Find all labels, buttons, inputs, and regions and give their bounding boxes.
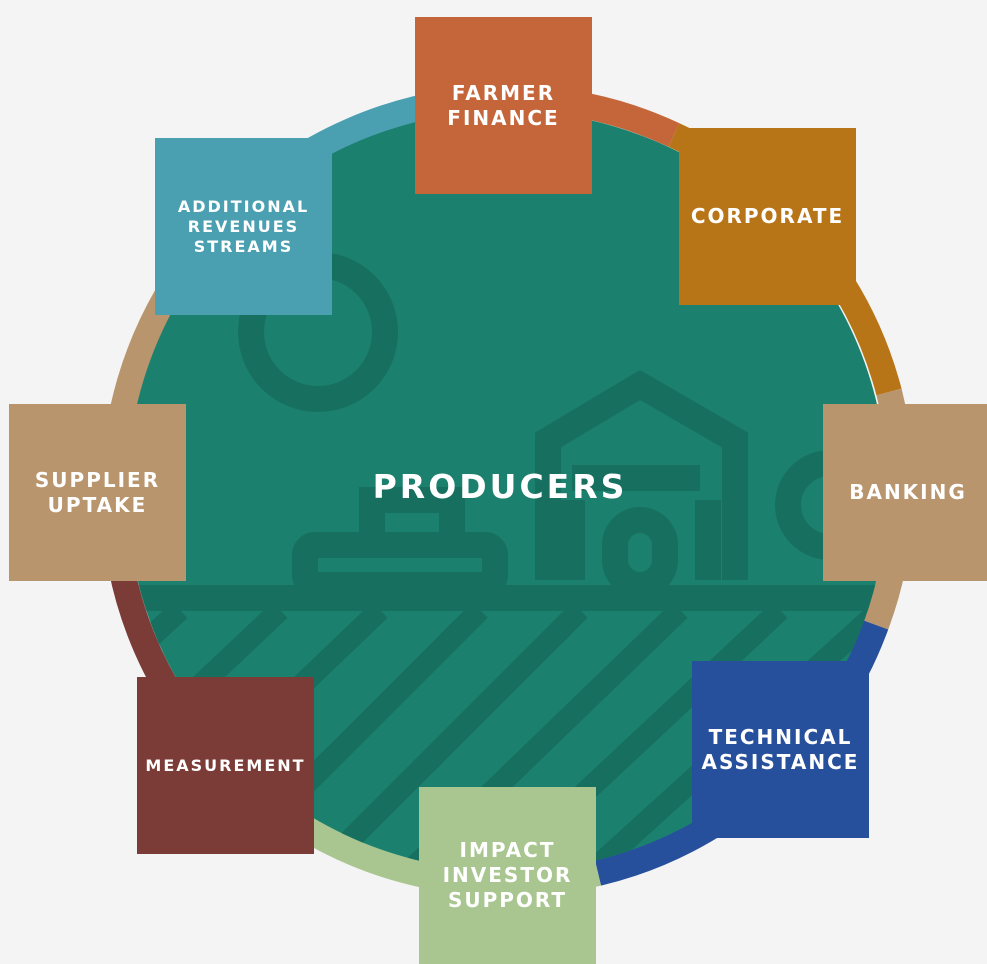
node-impact-investor-support: IMPACT INVESTOR SUPPORT [419, 787, 596, 964]
node-banking: BANKING [823, 404, 987, 581]
node-measurement: MEASUREMENT [137, 677, 314, 854]
node-technical-assistance: TECHNICAL ASSISTANCE [692, 661, 869, 838]
node-supplier-uptake: SUPPLIER UPTAKE [9, 404, 186, 581]
node-farmer-finance: FARMER FINANCE [415, 17, 592, 194]
node-additional-revenues-streams: ADDITIONAL REVENUES STREAMS [155, 138, 332, 315]
barn-icon [535, 369, 748, 580]
node-corporate: CORPORATE [679, 128, 856, 305]
center-title: PRODUCERS [372, 466, 628, 506]
